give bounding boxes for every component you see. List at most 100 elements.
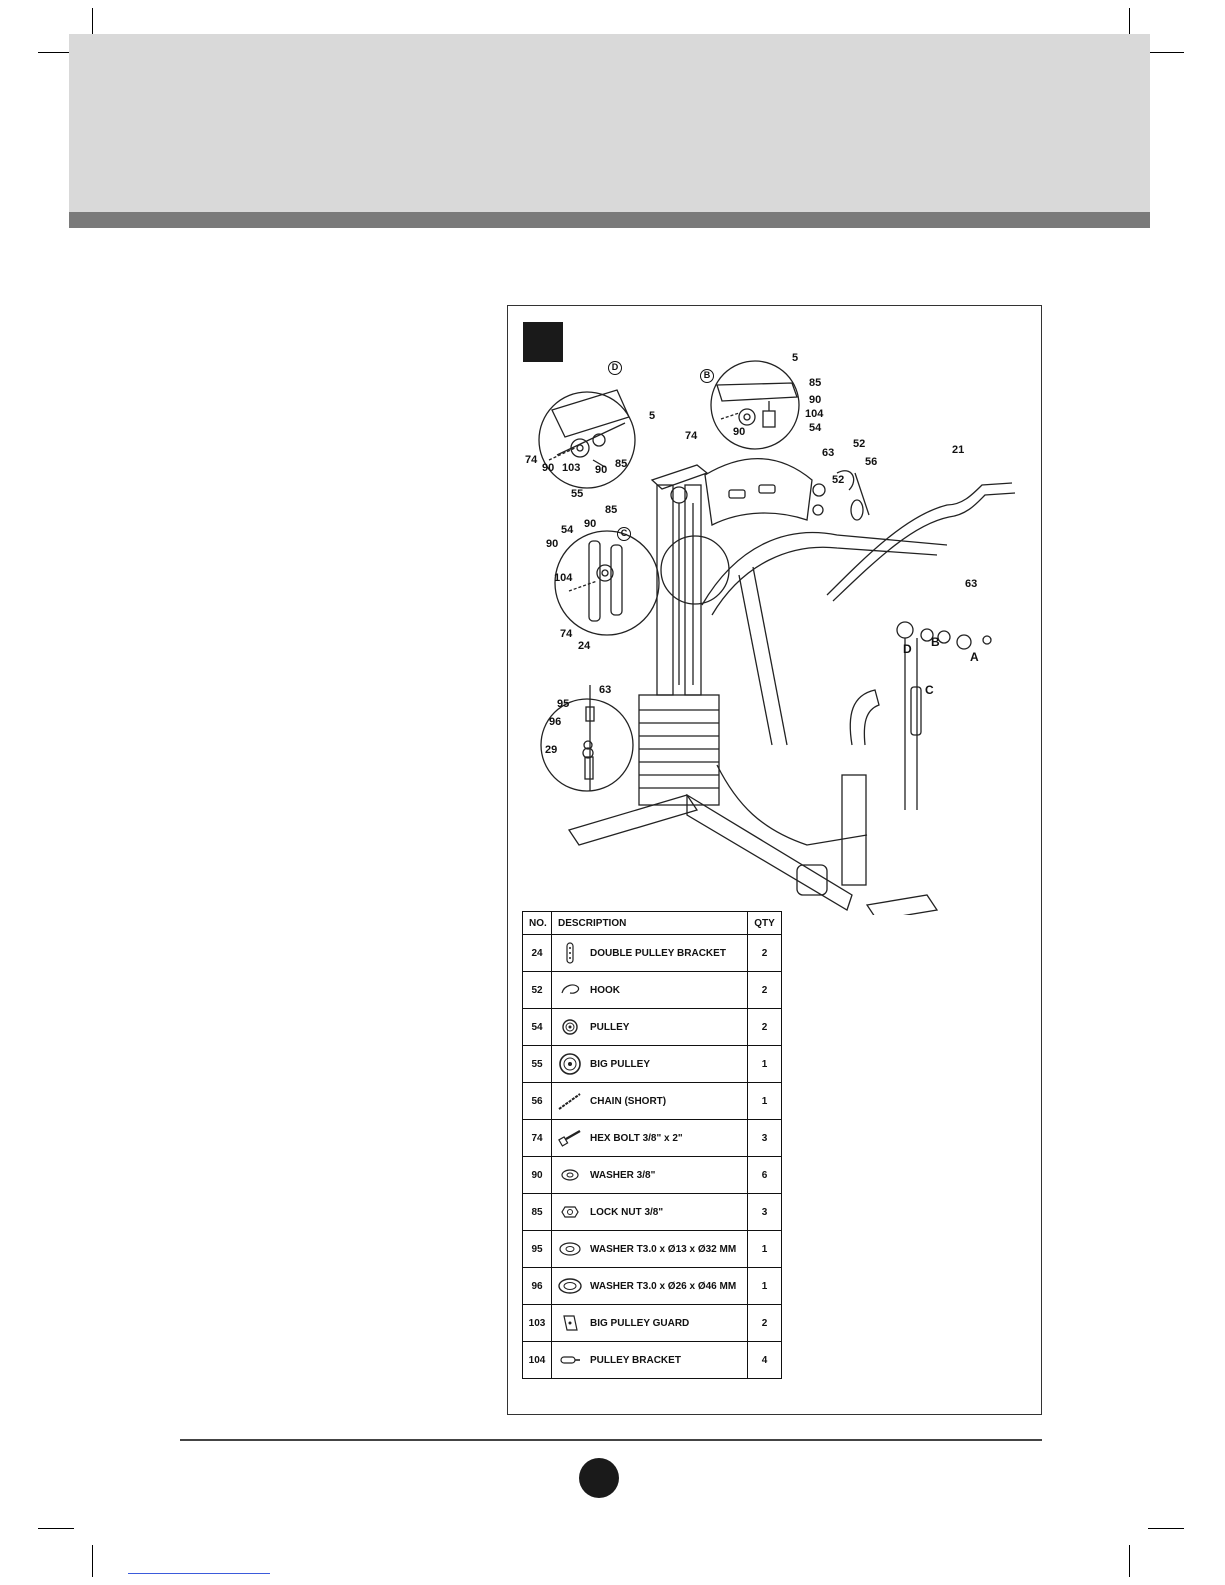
callout: 90 [809,394,822,406]
route-letter-b: B [931,635,940,649]
part-number: 90 [522,1156,552,1194]
machine-drawing [538,360,1016,921]
callout: 85 [809,377,822,389]
callout: 63 [599,684,612,696]
part-number: 96 [522,1267,552,1305]
part-description-cell: PULLEY [551,1008,748,1046]
part-description-cell: CHAIN (SHORT) [551,1082,748,1120]
part-qty: 6 [747,1156,782,1194]
part-description: WASHER 3/8" [590,1169,656,1181]
crop-mark [92,1545,93,1577]
table-row: 96 WASHER T3.0 x Ø26 x Ø46 MM 1 [522,1267,782,1305]
callout: 85 [615,458,628,470]
header-qty: QTY [747,911,782,935]
part-description-cell: WASHER T3.0 x Ø13 x Ø32 MM [551,1230,748,1268]
guard-icon [558,1312,582,1334]
crop-mark [1129,8,1130,40]
part-number: 104 [522,1341,552,1379]
callout: 56 [865,456,878,468]
crop-mark [1148,1528,1184,1529]
part-qty: 2 [747,934,782,972]
chain-icon [558,1090,582,1112]
crop-mark [1148,52,1184,53]
part-description-cell: BIG PULLEY GUARD [551,1304,748,1342]
step-number-box [523,322,563,362]
crop-mark [38,52,74,53]
table-row: 55 BIG PULLEY 1 [522,1045,782,1083]
callout: 54 [561,524,574,536]
part-qty: 2 [747,971,782,1009]
part-number: 54 [522,1008,552,1046]
part-number: 55 [522,1045,552,1083]
part-description: WASHER T3.0 x Ø13 x Ø32 MM [590,1243,737,1255]
callout: 29 [545,744,558,756]
part-description-cell: WASHER T3.0 x Ø26 x Ø46 MM [551,1267,748,1305]
big-pulley-icon [558,1053,582,1075]
washer-icon [558,1164,582,1186]
bracket-icon [558,942,582,964]
crop-mark [1129,1545,1130,1577]
detail-letter-b: B [700,369,714,383]
route-letter-a: A [970,650,979,664]
header-description: DESCRIPTION [551,911,748,935]
detail-letter-c: C [617,527,631,541]
crop-mark [38,1528,74,1529]
part-description: HEX BOLT 3/8" x 2" [590,1132,683,1144]
table-row: 104 PULLEY BRACKET 4 [522,1341,782,1379]
callout: 74 [685,430,698,442]
callout: 52 [832,474,845,486]
part-qty: 1 [747,1230,782,1268]
bracket-icon [558,1349,582,1371]
callout: 5 [792,352,799,364]
table-row: 95 WASHER T3.0 x Ø13 x Ø32 MM 1 [522,1230,782,1268]
part-description: PULLEY [590,1021,630,1033]
washer-icon [558,1238,582,1260]
callout: 21 [952,444,965,456]
part-qty: 4 [747,1341,782,1379]
callout: 96 [549,716,562,728]
part-qty: 3 [747,1193,782,1231]
callout: 5 [649,410,656,422]
part-qty: 1 [747,1082,782,1120]
part-description: BIG PULLEY [590,1058,651,1070]
part-number: 95 [522,1230,552,1268]
route-letter-c: C [925,683,934,697]
hook-icon [558,979,582,1001]
callout: 74 [525,454,538,466]
callout: 104 [805,408,824,420]
header-strip [69,212,1150,228]
part-description: BIG PULLEY GUARD [590,1317,690,1329]
bolt-icon [558,1127,582,1149]
page-number-dot [579,1458,619,1498]
table-row: 85 LOCK NUT 3/8" 3 [522,1193,782,1231]
detail-circle-mid [660,535,730,605]
pulley-icon [558,1016,582,1038]
table-header-row: NO. DESCRIPTION QTY [522,911,782,935]
washer-icon [558,1275,582,1297]
callout: 52 [853,438,866,450]
footer-link-underline[interactable] [128,1573,270,1574]
detail-letter-d: D [608,361,622,375]
detail-circle-d [538,391,636,489]
part-description-cell: WASHER 3/8" [551,1156,748,1194]
part-description-cell: BIG PULLEY [551,1045,748,1083]
route-letter-d: D [903,642,912,656]
table-row: 54 PULLEY 2 [522,1008,782,1046]
detail-circle-c [554,530,660,636]
part-description: CHAIN (SHORT) [590,1095,667,1107]
part-qty: 2 [747,1304,782,1342]
part-number: 52 [522,971,552,1009]
callout: 90 [595,464,608,476]
part-description-cell: LOCK NUT 3/8" [551,1193,748,1231]
part-number: 74 [522,1119,552,1157]
part-description: DOUBLE PULLEY BRACKET [590,947,726,959]
callout: 85 [605,504,618,516]
table-row: 103 BIG PULLEY GUARD 2 [522,1304,782,1342]
header-no: NO. [522,911,552,935]
part-description-cell: HEX BOLT 3/8" x 2" [551,1119,748,1157]
callout: 55 [571,488,584,500]
part-qty: 1 [747,1045,782,1083]
table-row: 52 HOOK 2 [522,971,782,1009]
parts-table: NO. DESCRIPTION QTY 24 DOUBLE PULLEY BRA… [522,911,782,1379]
callout: 63 [965,578,978,590]
